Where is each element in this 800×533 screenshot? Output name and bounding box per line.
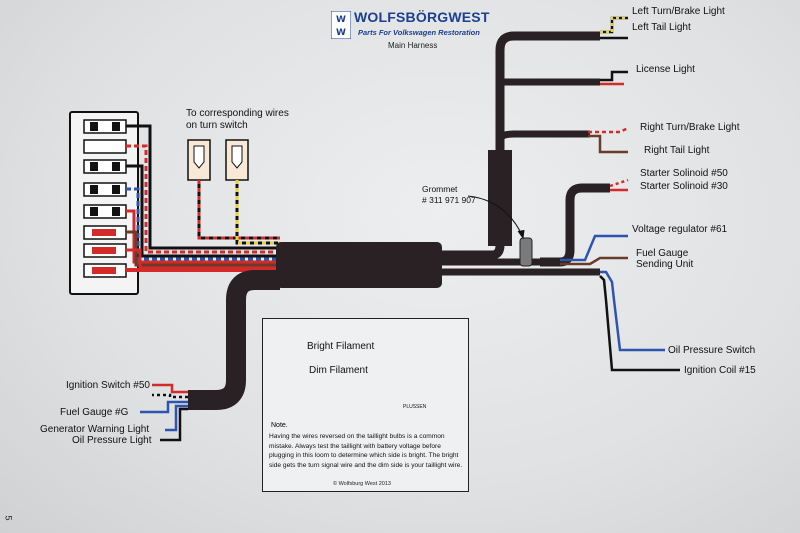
label-fuel-sending-2: Sending Unit xyxy=(636,259,694,270)
bulb-dim-label: Dim Filament xyxy=(309,365,368,376)
label-left-turn: Left Turn/Brake Light xyxy=(632,6,725,17)
fuse-box xyxy=(69,111,139,295)
note-title: Note. xyxy=(271,422,288,429)
brand-name: WOLFSBÖRGWEST xyxy=(354,9,490,25)
label-oil-pressure-light: Oil Pressure Light xyxy=(72,435,152,446)
right-terminal-wires xyxy=(560,16,680,372)
copyright: © Wolfsburg West 2013 xyxy=(333,481,391,487)
bulb-bright-label: Bright Filament xyxy=(307,341,375,352)
page-number: 5 xyxy=(3,515,14,521)
svg-text:W: W xyxy=(336,15,346,25)
label-left-tail: Left Tail Light xyxy=(632,22,691,33)
label-starter-30: Starter Solinoid #30 xyxy=(640,181,728,192)
switch-note-line1: To corresponding wires xyxy=(186,108,289,119)
grommet-part: # 311 971 907 xyxy=(422,195,476,205)
label-license: License Light xyxy=(636,64,695,75)
label-fuel-gauge: Fuel Gauge #G xyxy=(60,407,129,418)
label-oil-pressure-switch: Oil Pressure Switch xyxy=(668,345,756,356)
diagram-subtitle: Main Harness xyxy=(388,41,438,50)
bulb-marking: PLUSSEN xyxy=(403,404,427,410)
label-ignition-coil: Ignition Coil #15 xyxy=(684,365,756,376)
switch-note-line2: on turn switch xyxy=(186,120,248,131)
svg-text:W: W xyxy=(336,28,346,38)
label-voltage-regulator: Voltage regulator #61 xyxy=(632,224,728,235)
fuse-wires xyxy=(126,124,280,272)
label-fuel-sending-1: Fuel Gauge xyxy=(636,248,689,259)
note-body: Having the wires reversed on the taillig… xyxy=(269,433,463,469)
label-right-turn: Right Turn/Brake Light xyxy=(640,122,740,133)
turn-switch-connectors xyxy=(187,139,280,245)
label-generator-warning: Generator Warning Light xyxy=(40,424,150,435)
brand-tagline: Parts For Volkswagen Restoration xyxy=(358,28,480,37)
grommet-label: Grommet xyxy=(422,184,458,194)
left-terminal-wires xyxy=(140,383,188,442)
main-harness xyxy=(276,242,442,288)
label-right-tail: Right Tail Light xyxy=(644,145,710,156)
note-box: Bright Filament Dim Filament PLUSSEN Not… xyxy=(262,318,469,492)
label-starter-50: Starter Solinoid #50 xyxy=(640,168,728,179)
brand-logo-icon: W W xyxy=(331,11,351,39)
label-ignition-switch: Ignition Switch #50 xyxy=(66,380,150,391)
